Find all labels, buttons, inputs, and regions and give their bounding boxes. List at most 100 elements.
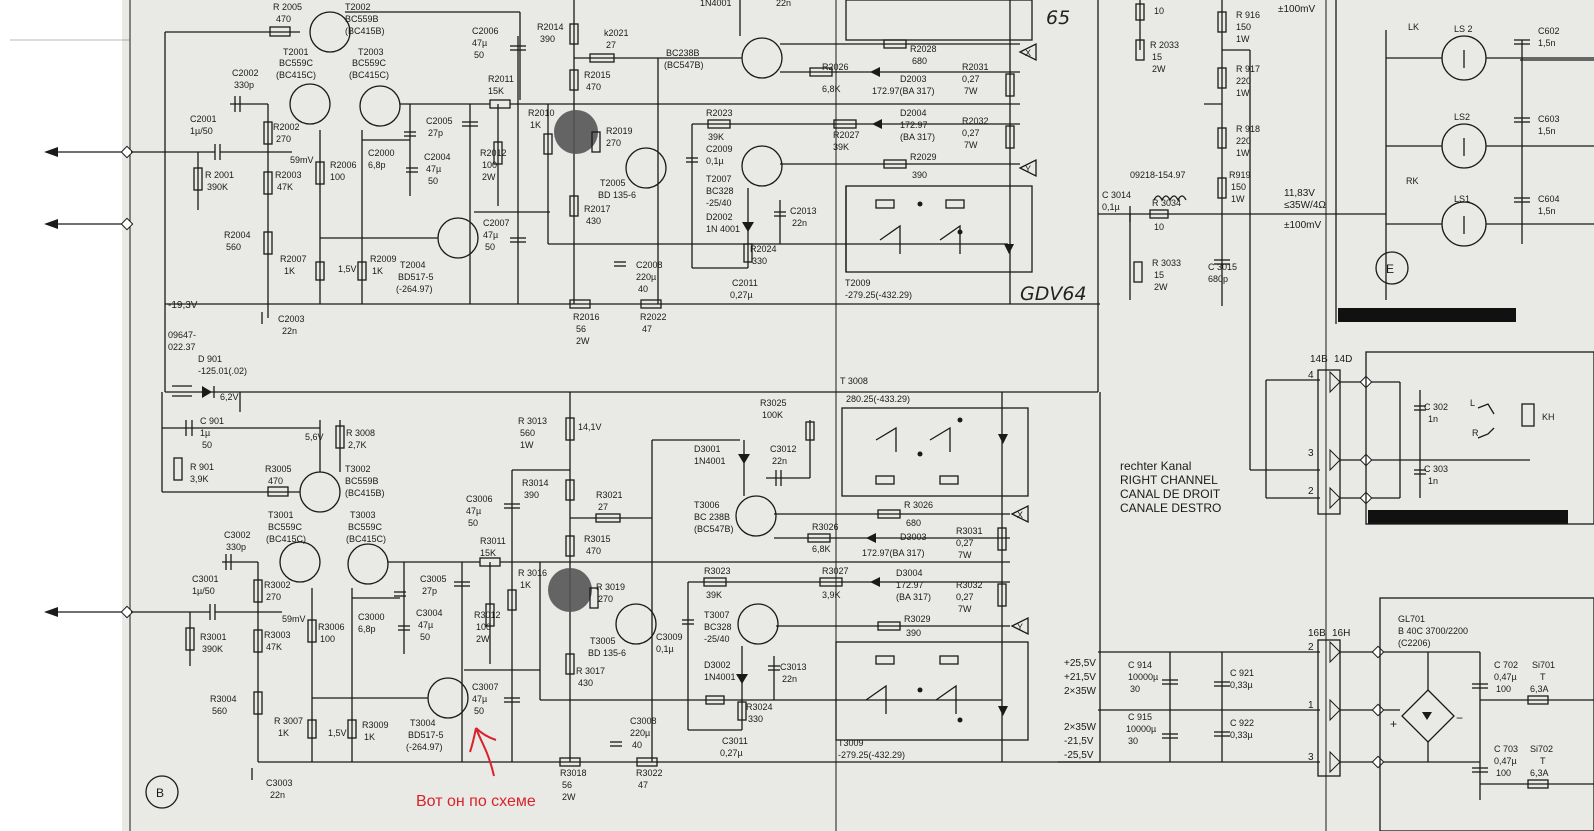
bottom-channel-wiring: X Y <box>44 385 1101 780</box>
component-label: 50 <box>468 518 478 528</box>
component-label: (BA 317) <box>900 132 935 142</box>
component-label: T3006 <box>694 500 720 510</box>
handwritten-gdv64: GDV64 <box>1020 283 1087 305</box>
component-label: 0,27 <box>962 74 980 84</box>
component-label: 430 <box>578 678 593 688</box>
component-label: T2001 <box>283 47 309 57</box>
component-label: 100 <box>476 622 491 632</box>
component-label: 22n <box>772 456 787 466</box>
component-label: R3012 <box>474 610 501 620</box>
component-label: T2002 <box>345 2 371 12</box>
component-label: R 916 <box>1236 10 1260 20</box>
component-label: R2016 <box>573 312 600 322</box>
component-label: BC559B <box>345 14 379 24</box>
component-label: R 918 <box>1236 124 1260 134</box>
component-label: 6,3A <box>1530 768 1549 778</box>
component-label: T 3008 <box>840 376 868 386</box>
component-label: T3004 <box>410 718 436 728</box>
connector-14b: 14B <box>1310 354 1328 365</box>
component-label: C3007 <box>472 682 499 692</box>
component-label: 15K <box>480 548 496 558</box>
channel-label-de: rechter Kanal <box>1120 459 1191 473</box>
component-label: R3029 <box>904 614 931 624</box>
component-label: R2004 <box>224 230 251 240</box>
component-label: 0,27 <box>962 128 980 138</box>
component-label: C 302 <box>1424 402 1448 412</box>
component-label: R3011 <box>480 536 506 546</box>
component-label: R3027 <box>822 566 849 576</box>
component-label: (C2206) <box>1398 638 1431 648</box>
component-label: C3008 <box>630 716 657 726</box>
component-label: R 3034 <box>1152 198 1181 208</box>
component-label: R2024 <box>750 244 777 254</box>
component-label: C 702 <box>1494 660 1518 670</box>
output-label: -19,3V <box>168 300 198 311</box>
component-label: 2W <box>1154 282 1168 292</box>
pin-label: 3 <box>1308 448 1314 459</box>
component-label: C3004 <box>416 608 443 618</box>
component-label: C2001 <box>190 114 217 124</box>
component-label: 50 <box>428 176 438 186</box>
component-label: 10000µ <box>1128 672 1158 682</box>
component-label: R3032 <box>956 580 983 590</box>
component-label: R3001 <box>200 632 227 642</box>
component-label: R3026 <box>812 522 839 532</box>
component-label: 330 <box>748 714 763 724</box>
component-label: C602 <box>1538 26 1560 36</box>
component-label: 560 <box>226 242 241 252</box>
supply-label: 2×35W <box>1064 686 1097 697</box>
section-marker-e: E <box>1386 262 1394 276</box>
component-label: C604 <box>1538 194 1560 204</box>
supply-label: +25,5V <box>1064 658 1096 669</box>
component-label: 0,1µ <box>656 644 674 654</box>
component-label: R3004 <box>210 694 237 704</box>
component-label: LK <box>1408 22 1419 32</box>
channel-label-fr: CANAL DE DROIT <box>1120 487 1221 501</box>
component-label: R2010 <box>528 108 555 118</box>
component-label: R2031 <box>962 62 989 72</box>
component-label: (-264.97) <box>406 742 443 752</box>
connector-14d: 14D <box>1334 354 1352 365</box>
component-label: R 2033 <box>1150 40 1179 50</box>
component-label: D3001 <box>694 444 721 454</box>
component-label: C 914 <box>1128 660 1152 670</box>
component-label: 10 <box>1154 6 1164 16</box>
component-label: D 901 <box>198 354 222 364</box>
component-label: BC559C <box>352 58 387 68</box>
component-label: R 3019 <box>596 582 625 592</box>
component-label: 1n <box>1428 414 1438 424</box>
component-label: Si701 <box>1532 660 1555 670</box>
component-label: C3005 <box>420 574 447 584</box>
component-label: T2009 <box>845 278 871 288</box>
component-label: C3003 <box>266 778 293 788</box>
component-label: R2007 <box>280 254 307 264</box>
component-label: C3006 <box>466 494 493 504</box>
component-label: 1,5V <box>338 264 357 274</box>
component-label: 2W <box>476 634 490 644</box>
component-label: C3002 <box>224 530 251 540</box>
component-label: 470 <box>586 546 601 556</box>
component-label: C 3015 <box>1208 262 1237 272</box>
component-label: R3002 <box>264 580 291 590</box>
component-label: T3003 <box>350 510 376 520</box>
component-label: 27p <box>422 586 437 596</box>
component-label: 40 <box>632 740 642 750</box>
component-label: C3011 <box>722 736 748 746</box>
component-label: 1N4001 <box>700 0 732 8</box>
component-label: 7W <box>964 140 978 150</box>
component-label: 6,3A <box>1530 684 1549 694</box>
component-label: 22n <box>270 790 285 800</box>
schematic-paper <box>122 0 1594 831</box>
component-label: 1K <box>284 266 295 276</box>
component-label: D2004 <box>900 108 927 118</box>
supply-label: 2×35W <box>1064 722 1097 733</box>
component-label: 220µ <box>636 272 656 282</box>
output-label: ±100mV <box>1284 220 1322 231</box>
component-label: 220 <box>1236 136 1251 146</box>
component-label: 100 <box>482 160 497 170</box>
component-label: 1N 4001 <box>706 224 740 234</box>
component-label: R 2001 <box>205 170 234 180</box>
component-label: 09218-154.97 <box>1130 170 1186 180</box>
component-label: T3005 <box>590 636 616 646</box>
